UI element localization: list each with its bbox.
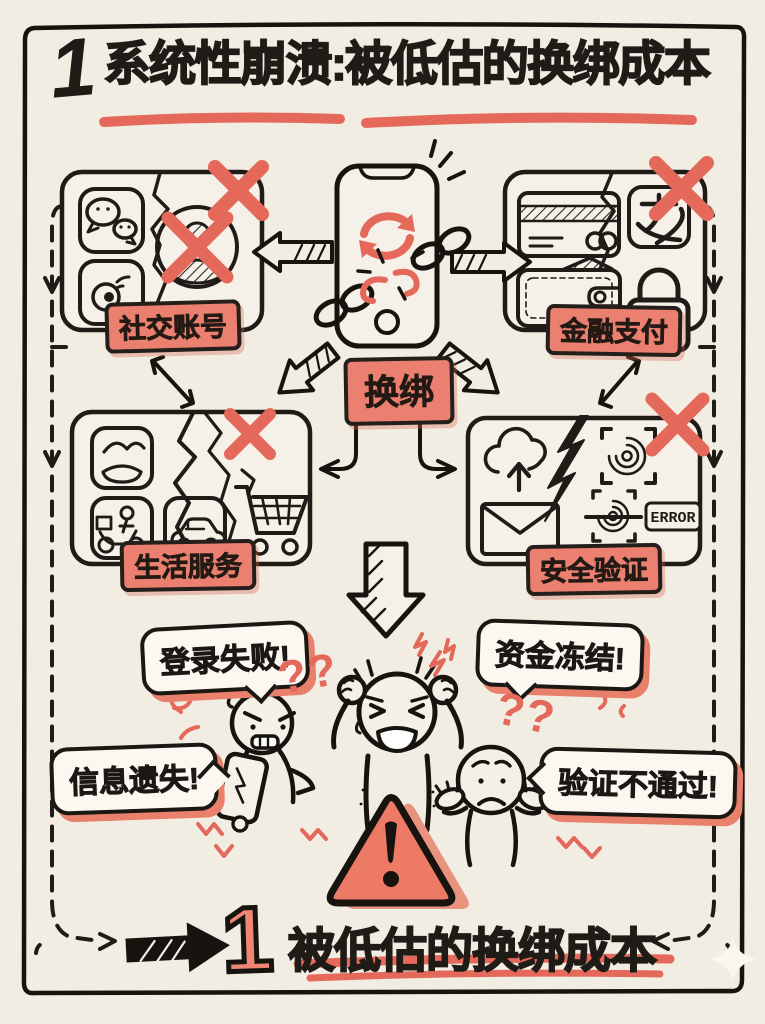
big-down-arrow <box>346 541 426 639</box>
cloud-upload-icon <box>483 426 547 493</box>
fingerprint-error-icon <box>584 489 702 543</box>
section-number: 1 <box>46 21 98 116</box>
smartphone-icon <box>334 139 466 349</box>
social-panel-card <box>59 160 269 333</box>
credit-card-icon <box>517 191 621 258</box>
double-arrow-left <box>150 355 195 409</box>
sync-arrows-icon <box>359 212 415 260</box>
avatar-blocked-icon <box>155 205 239 289</box>
question-marks-doodle: ?? <box>273 642 343 704</box>
fingerprint-scan-icon <box>600 427 657 485</box>
footer-number: 1 <box>218 886 278 995</box>
header: 1 系统性崩溃:被低估的换绑成本 <box>46 21 712 116</box>
x-mark-security <box>645 392 710 457</box>
bubble-text: 登录失败! <box>159 640 292 681</box>
speech-bubble-verify-failed: 验证不通过! <box>526 746 738 820</box>
branch-arrows <box>319 410 457 479</box>
speech-bubble-funds-frozen: 资金冻结! <box>474 618 646 702</box>
footer-solid-arrow <box>125 922 230 973</box>
page-title: 系统性崩溃:被低估的换绑成本 <box>103 36 712 91</box>
taobao-icon <box>90 426 154 490</box>
label-social-accounts: 社交账号 <box>104 299 242 354</box>
bubble-text: 信息遗失! <box>68 762 200 801</box>
x-mark-finance <box>649 156 714 221</box>
title-underline <box>99 112 697 128</box>
wechat-icon <box>78 187 145 254</box>
lightning-crack <box>544 415 589 522</box>
sparkle-icon <box>710 938 756 981</box>
mail-icon <box>480 502 560 556</box>
bubble-text: 资金冻结! <box>494 638 626 677</box>
dashed-flow-left <box>34 204 117 955</box>
footer-title: 被低估的换绑成本 <box>287 923 658 978</box>
crack <box>150 171 170 319</box>
security-panel-card <box>465 392 710 567</box>
footer-underline <box>293 953 675 982</box>
angry-figure-with-phone <box>215 685 316 833</box>
stressed-figure-pulling-hair <box>331 656 464 833</box>
error-tag-label: ERROR <box>650 510 695 527</box>
x-mark-social <box>208 160 269 221</box>
poster-frame <box>21 21 747 996</box>
speech-bubble-info-lost: 信息遗失! <box>48 742 231 816</box>
crack <box>173 411 197 547</box>
label-financial-payment: 金融支付 <box>545 303 683 358</box>
bubble-text: 验证不通过! <box>557 766 719 805</box>
confused-shrugging-figure <box>434 744 549 868</box>
life-panel-card <box>69 408 313 567</box>
crack2 <box>203 411 256 543</box>
x-mark-life <box>224 408 276 460</box>
label-rebind: 换绑 <box>343 356 455 426</box>
spark-lines <box>429 139 466 181</box>
label-life-services: 生活服务 <box>119 538 257 593</box>
arrow-left <box>252 231 334 273</box>
label-security-verification: 安全验证 <box>525 542 663 597</box>
arrow-down-left <box>277 341 341 395</box>
warning-triangle-icon <box>326 794 469 909</box>
double-arrow-right <box>598 355 641 409</box>
arrow-right <box>450 241 532 283</box>
